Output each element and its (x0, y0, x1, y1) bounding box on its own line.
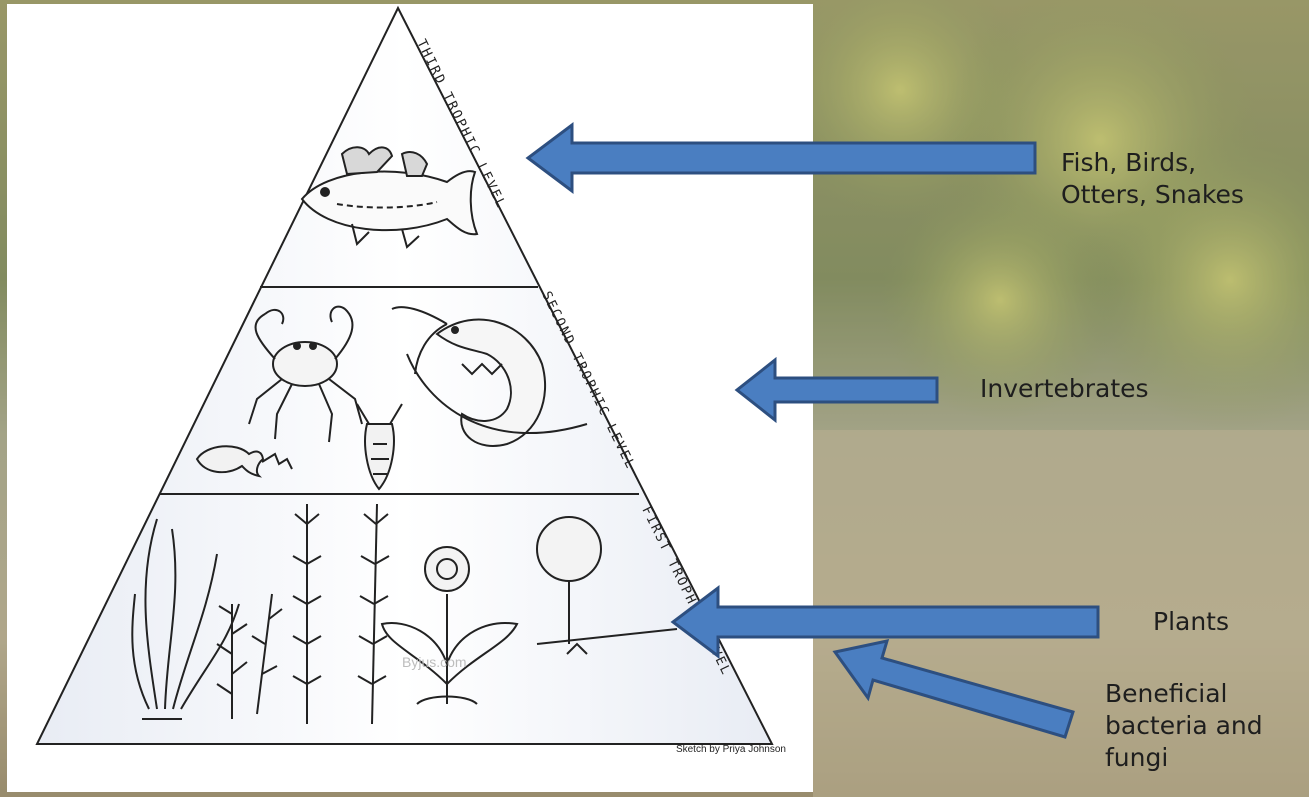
arrow-top (528, 125, 1035, 191)
annotation-consumers: Fish, Birds, Otters, Snakes (1061, 147, 1244, 211)
arrow-middle (737, 360, 937, 420)
annotation-plants: Plants (1153, 606, 1229, 638)
arrow-decomposers (835, 641, 1073, 737)
annotation-consumers-text: Fish, Birds, Otters, Snakes (1061, 147, 1244, 211)
annotation-decomposers: Beneficial bacteria and fungi (1105, 678, 1263, 774)
annotation-invertebrates: Invertebrates (980, 373, 1149, 405)
